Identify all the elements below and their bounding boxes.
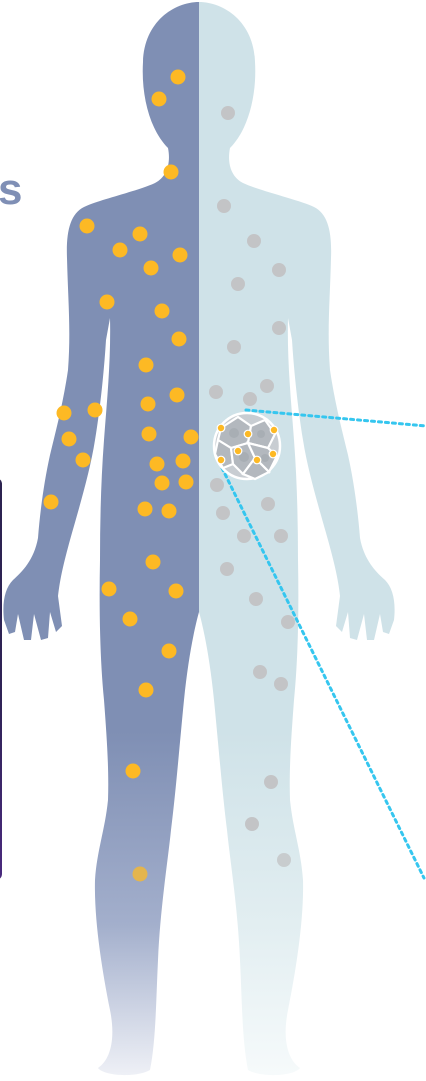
inactive-dot [209,385,223,399]
inactive-dot [274,529,288,543]
inactive-dot [272,263,286,277]
inactive-dot [277,853,291,867]
inactive-dot [264,775,278,789]
active-dot [139,683,154,698]
active-dot [57,406,72,421]
inactive-dot [249,592,263,606]
active-dot [144,261,159,276]
active-dot [171,70,186,85]
active-dot [170,388,185,403]
inactive-dot [247,234,261,248]
active-dot [133,867,148,882]
active-dot [155,476,170,491]
inactive-dot [245,817,259,831]
active-dot [123,612,138,627]
active-dot [150,457,165,472]
active-dot [62,432,77,447]
active-dot [76,453,91,468]
active-dot [80,219,95,234]
active-dot [176,454,191,469]
inactive-dot [221,106,235,120]
active-dot [172,332,187,347]
active-dot [139,358,154,373]
active-dot [100,295,115,310]
active-dot [164,165,179,180]
inactive-dot [260,379,274,393]
active-dot [179,475,194,490]
inactive-dot [261,497,275,511]
active-dot [184,430,199,445]
inactive-dot [274,677,288,691]
inactive-dot [220,562,234,576]
inactive-dot [216,506,230,520]
inactive-dot [227,340,241,354]
active-dot [44,495,59,510]
inactive-dot [210,478,224,492]
cluster-active-dot [234,447,242,455]
active-dot [146,555,161,570]
active-dot [169,584,184,599]
active-dot [162,644,177,659]
cluster-active-dot [270,426,278,434]
inactive-dot [231,277,245,291]
cell-cluster-detail [214,413,280,479]
active-dot [162,504,177,519]
active-dot [138,502,153,517]
active-dot [133,227,148,242]
inactive-dot [281,615,295,629]
active-dot [152,92,167,107]
active-dot [142,427,157,442]
active-dot [141,397,156,412]
inactive-dot [217,199,231,213]
cluster-active-dot [244,430,252,438]
active-dot [126,764,141,779]
inactive-dot [237,529,251,543]
cluster-active-dot [253,456,261,464]
active-dot [102,582,117,597]
inactive-dot [272,321,286,335]
cluster-active-dot [269,450,277,458]
cluster-active-dot [217,424,225,432]
active-dot [155,304,170,319]
active-dot [113,243,128,258]
active-dot [173,248,188,263]
active-dot [88,403,103,418]
inactive-dot [243,392,257,406]
cluster-active-dot [217,456,225,464]
inactive-dot [253,665,267,679]
